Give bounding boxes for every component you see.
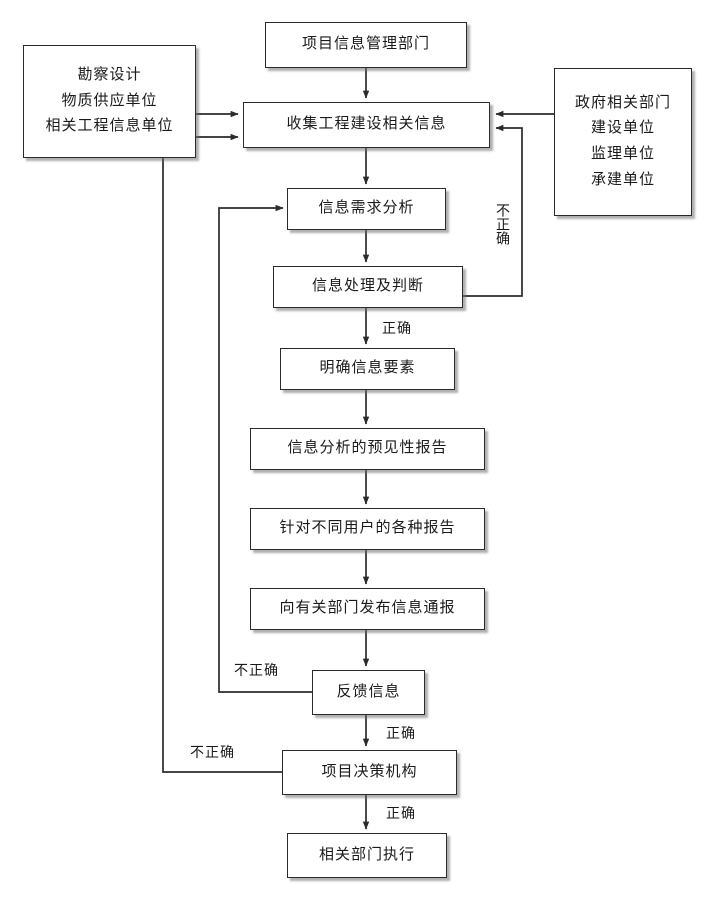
node-feedback-info[interactable]: 反馈信息	[312, 670, 425, 715]
node-decision-body[interactable]: 项目决策机构	[282, 750, 457, 795]
node-clarify-elements[interactable]: 明确信息要素	[280, 348, 455, 390]
node-execute-dept[interactable]: 相关部门执行	[287, 833, 447, 878]
node-predictive-report[interactable]: 信息分析的预见性报告	[250, 428, 485, 470]
edge-label-correct-process: 正确	[382, 322, 412, 337]
node-sources-right[interactable]: 政府相关部门 建设单位 监理单位 承建单位	[554, 68, 692, 216]
node-label: 信息需求分析	[318, 200, 415, 217]
node-label-line-1: 政府相关部门	[574, 94, 671, 111]
edge-decision-incorrect-outer	[162, 170, 282, 773]
edge-label-incorrect-decision: 不正确	[190, 746, 235, 761]
node-label-line-3: 相关工程信息单位	[45, 118, 174, 135]
node-label-line-2: 建设单位	[590, 120, 655, 137]
node-label-line-1: 勘察设计	[77, 66, 142, 83]
node-label: 反馈信息	[336, 683, 401, 700]
edge-label-correct-feedback: 正确	[386, 727, 416, 742]
node-label-line-3: 监理单位	[590, 146, 655, 162]
edge-process-incorrect-to-collect	[463, 124, 523, 297]
node-process-judge[interactable]: 信息处理及判断	[273, 266, 463, 308]
node-demand-analysis[interactable]: 信息需求分析	[287, 188, 446, 230]
node-project-info-dept[interactable]: 项目信息管理部门	[265, 22, 467, 68]
node-label: 相关部门执行	[318, 846, 415, 863]
edge-label-incorrect-feedback: 不正确	[234, 664, 279, 679]
node-user-reports[interactable]: 针对不同用户的各种报告	[250, 508, 485, 550]
node-label: 明确信息要素	[319, 360, 416, 377]
node-sources-left[interactable]: 勘察设计 物质供应单位 相关工程信息单位	[23, 45, 196, 158]
node-label: 信息处理及判断	[311, 278, 424, 295]
node-label-line-4: 承建单位	[590, 171, 655, 188]
node-label: 项目决策机构	[321, 763, 418, 780]
node-label-line-2: 物质供应单位	[61, 92, 158, 109]
node-label: 信息分析的预见性报告	[287, 440, 448, 457]
node-publish-bulletin[interactable]: 向有关部门发布信息通报	[250, 588, 485, 630]
node-label: 项目信息管理部门	[301, 36, 430, 53]
edge-label-correct-decision: 正确	[386, 807, 416, 822]
node-label: 收集工程建设相关信息	[286, 116, 447, 133]
node-label: 针对不同用户的各种报告	[279, 520, 456, 537]
edge-label-incorrect-process: 不正确	[494, 203, 509, 245]
node-collect-info[interactable]: 收集工程建设相关信息	[243, 102, 490, 148]
node-label: 向有关部门发布信息通报	[279, 600, 456, 617]
